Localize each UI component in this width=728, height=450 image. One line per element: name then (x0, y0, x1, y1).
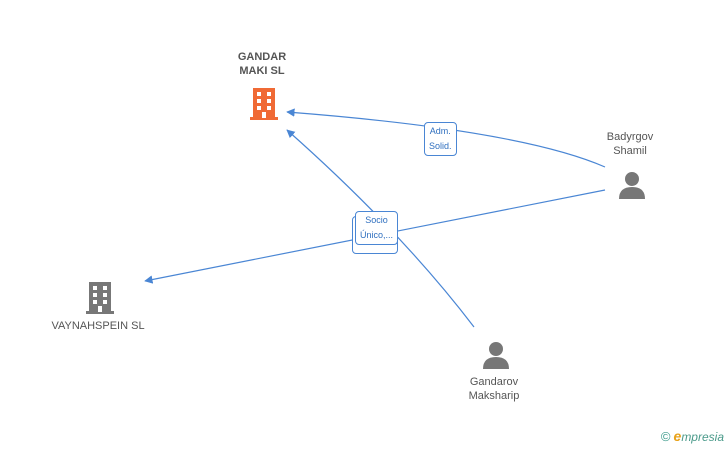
building-icon[interactable] (84, 280, 116, 314)
edge-label-adm-solid[interactable]: Adm. Solid. (424, 122, 457, 156)
edge-label-adm-line2: Solid. (429, 141, 452, 151)
edge-label-socio-line1: Socio (365, 215, 388, 225)
empresia-logo[interactable]: ©empresia (661, 428, 724, 444)
brand-name: mpresia (681, 430, 724, 444)
brand-initial: e (673, 428, 682, 444)
node-badyrgov-name-line2: Shamil (613, 145, 647, 157)
edge-label-socio-unico[interactable]: Socio Único,... (355, 211, 399, 245)
node-badyrgov-label[interactable]: Badyrgov Shamil (592, 130, 668, 158)
edge-badyrgov-gandar (286, 108, 606, 168)
person-icon[interactable] (617, 170, 647, 200)
node-gandar-name-line2: MAKI SL (239, 65, 285, 77)
node-badyrgov-name-line1: Badyrgov (606, 131, 654, 143)
edge-label-adm-line1: Adm. (429, 126, 451, 136)
person-icon[interactable] (481, 340, 511, 370)
node-gandarov-name-line1: Gandarov (469, 376, 519, 388)
building-icon[interactable] (248, 86, 280, 120)
node-gandar-name-line1: GANDAR (237, 51, 287, 63)
node-gandarov-name-line2: Maksharip (468, 390, 520, 402)
edge-label-socio-line2: Único,... (360, 230, 394, 240)
node-gandarov-label[interactable]: Gandarov Maksharip (454, 375, 534, 403)
node-gandar-label[interactable]: GANDAR MAKI SL (226, 50, 298, 78)
node-vaynahspein-label[interactable]: VAYNAHSPEIN SL (51, 320, 145, 332)
copyright-symbol: © (660, 429, 671, 444)
